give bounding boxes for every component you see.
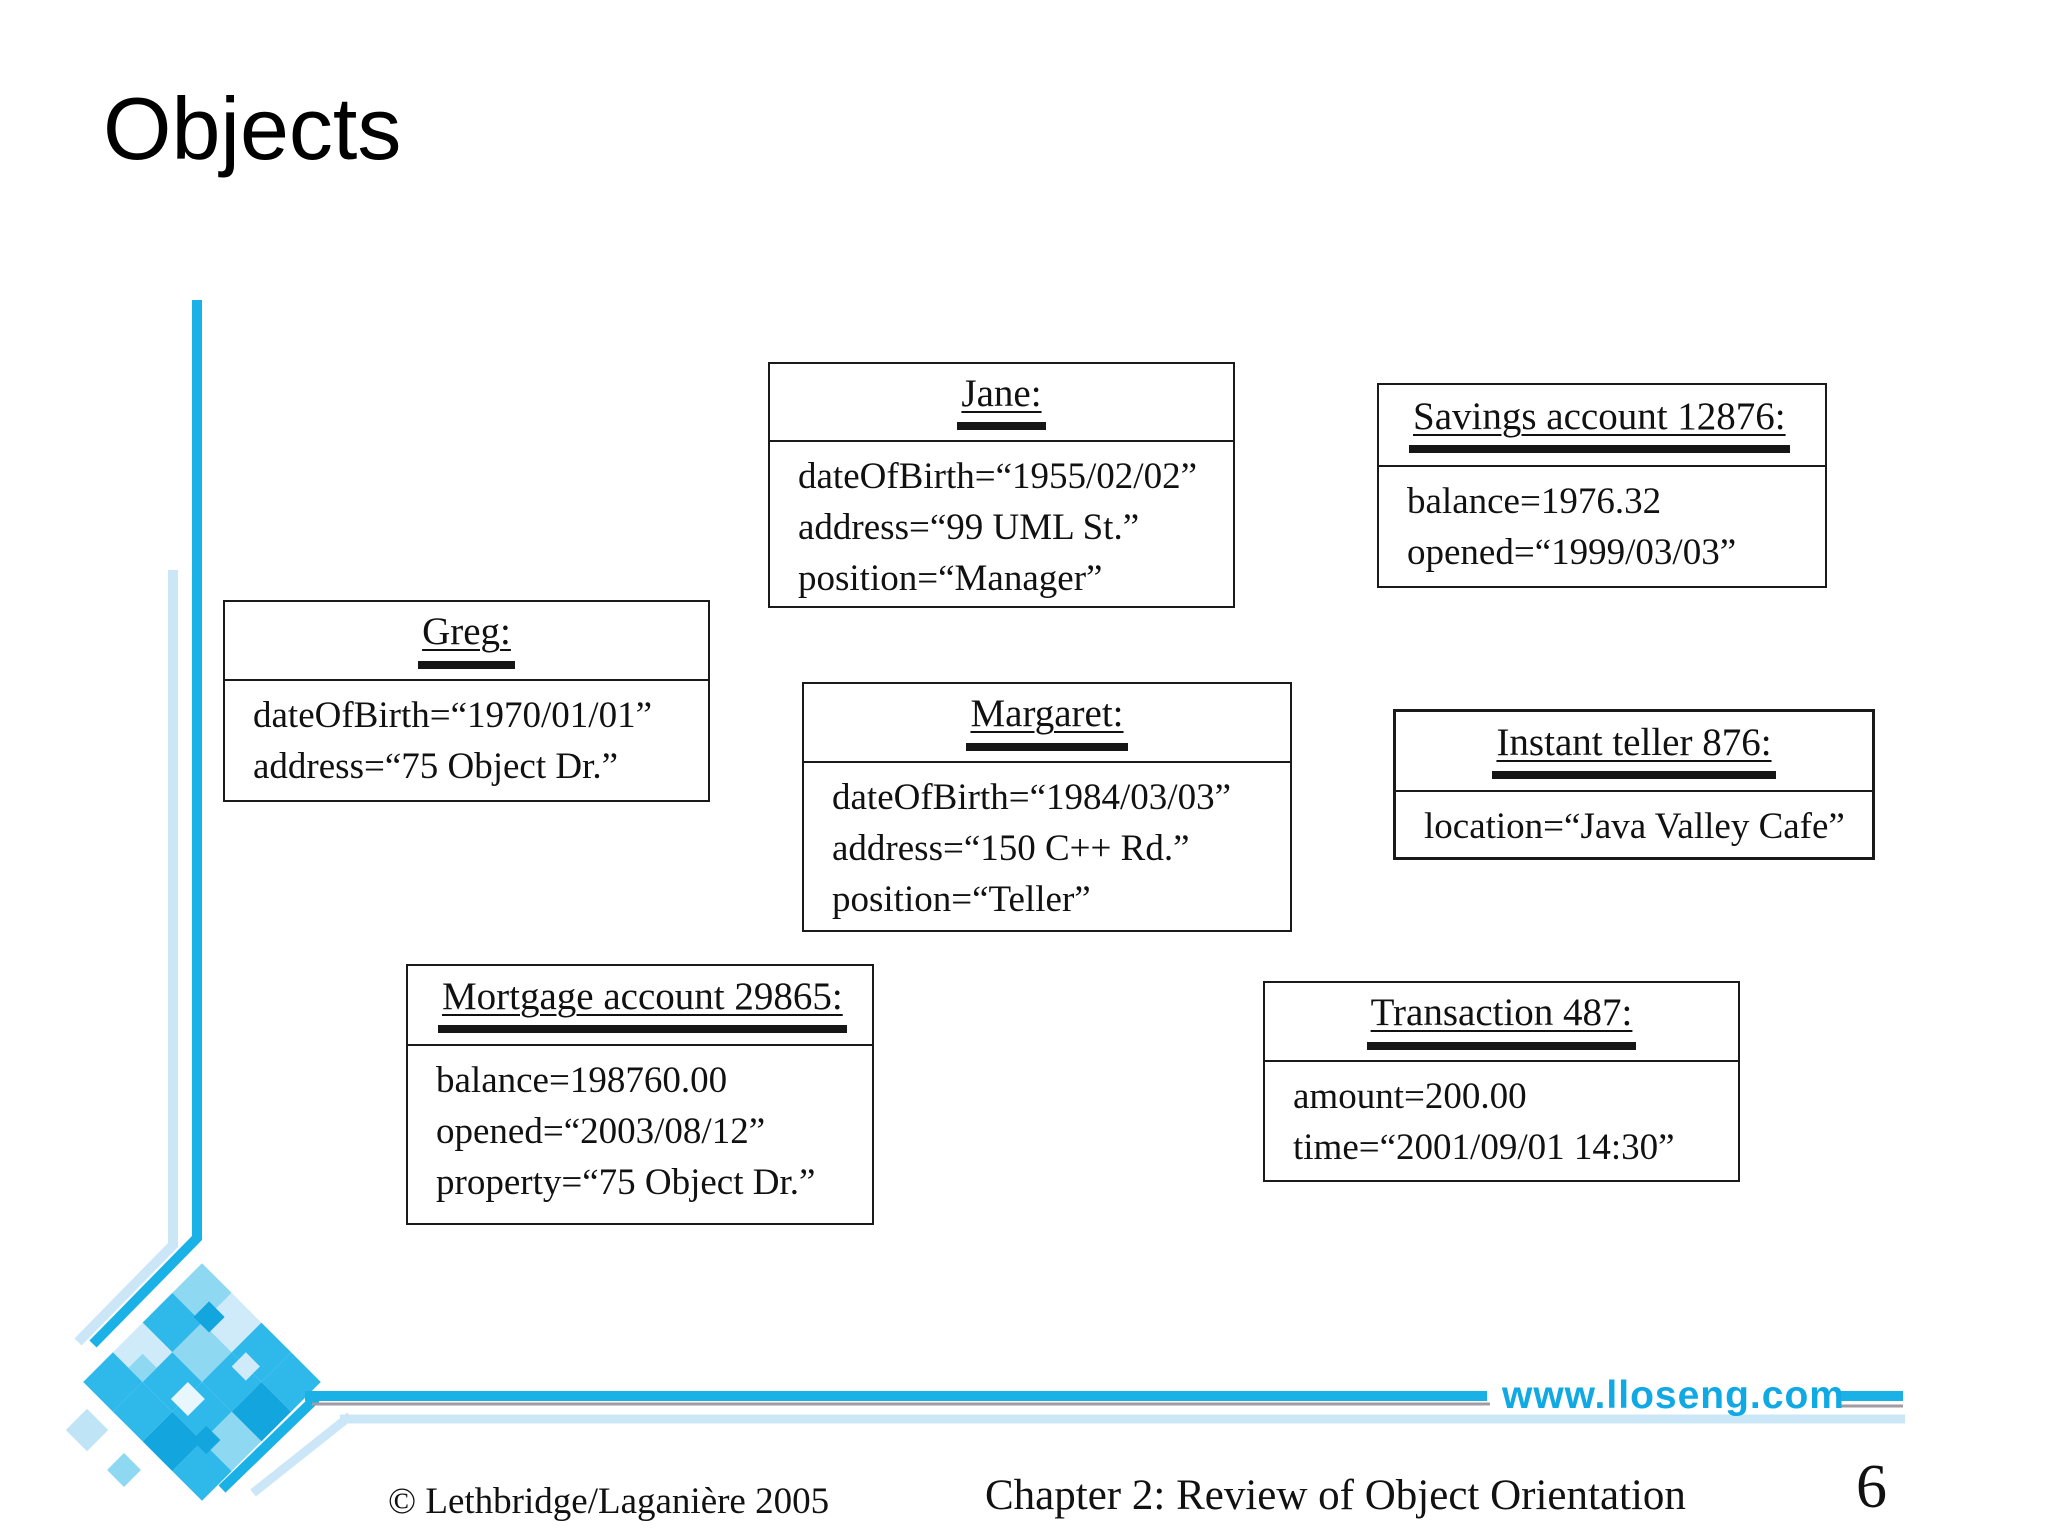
uml-object-transaction: Transaction 487: amount=200.00 time=“200… <box>1263 981 1740 1182</box>
object-name: Instant teller 876: <box>1492 722 1776 780</box>
attribute: dateOfBirth=“1970/01/01” <box>253 695 652 736</box>
object-attributes-compartment: dateOfBirth=“1970/01/01” address=“75 Obj… <box>225 679 708 800</box>
attribute: time=“2001/09/01 14:30” <box>1293 1127 1675 1169</box>
lloseng-logo <box>83 1263 321 1501</box>
object-name: Jane: <box>957 373 1046 431</box>
object-name: Greg: <box>418 611 515 669</box>
page-number: 6 <box>1856 1453 1887 1521</box>
object-name-compartment: Transaction 487: <box>1265 983 1738 1060</box>
uml-object-savings-account: Savings account 12876: balance=1976.32 o… <box>1377 383 1827 588</box>
object-attributes-compartment: dateOfBirth=“1984/03/03” address=“150 C+… <box>804 761 1290 930</box>
object-name-compartment: Margaret: <box>804 684 1290 761</box>
object-attributes-compartment: balance=198760.00 opened=“2003/08/12” pr… <box>408 1044 872 1223</box>
object-name-compartment: Savings account 12876: <box>1379 385 1825 465</box>
attribute: property=“75 Object Dr.” <box>436 1162 816 1204</box>
attribute: balance=1976.32 <box>1407 481 1662 522</box>
object-name: Mortgage account 29865: <box>438 976 847 1034</box>
attribute: amount=200.00 <box>1293 1076 1527 1117</box>
attribute: opened=“1999/03/03” <box>1407 532 1737 574</box>
object-attributes-compartment: location=“Java Valley Cafe” <box>1396 790 1872 857</box>
attribute: position=“Manager” <box>798 558 1103 600</box>
attribute: opened=“2003/08/12” <box>436 1111 766 1153</box>
attribute: position=“Teller” <box>832 879 1091 921</box>
attribute: location=“Java Valley Cafe” <box>1424 806 1845 847</box>
object-name-compartment: Jane: <box>770 364 1233 440</box>
object-attributes-compartment: amount=200.00 time=“2001/09/01 14:30” <box>1265 1060 1738 1180</box>
uml-object-margaret: Margaret: dateOfBirth=“1984/03/03” addre… <box>802 682 1292 932</box>
object-attributes-compartment: dateOfBirth=“1955/02/02” address=“99 UML… <box>770 440 1233 606</box>
copyright-notice: © Lethbridge/Laganière 2005 <box>388 1481 830 1522</box>
uml-object-instant-teller: Instant teller 876: location=“Java Valle… <box>1393 709 1875 860</box>
chapter-footer: Chapter 2: Review of Object Orientation <box>985 1472 1686 1519</box>
object-name-compartment: Greg: <box>225 602 708 679</box>
uml-object-jane: Jane: dateOfBirth=“1955/02/02” address=“… <box>768 362 1235 608</box>
object-name-compartment: Mortgage account 29865: <box>408 966 872 1044</box>
attribute: dateOfBirth=“1955/02/02” <box>798 456 1197 497</box>
object-name: Savings account 12876: <box>1409 396 1790 454</box>
website-url: www.lloseng.com <box>1502 1374 1845 1417</box>
object-name: Transaction 487: <box>1366 992 1637 1050</box>
object-attributes-compartment: balance=1976.32 opened=“1999/03/03” <box>1379 465 1825 586</box>
uml-object-greg: Greg: dateOfBirth=“1970/01/01” address=“… <box>223 600 710 802</box>
page-title: Objects <box>103 79 402 178</box>
attribute: address=“99 UML St.” <box>798 507 1140 549</box>
attribute: dateOfBirth=“1984/03/03” <box>832 777 1231 818</box>
attribute: address=“75 Object Dr.” <box>253 746 619 788</box>
uml-object-mortgage-account: Mortgage account 29865: balance=198760.0… <box>406 964 874 1225</box>
attribute: address=“150 C++ Rd.” <box>832 828 1190 870</box>
attribute: balance=198760.00 <box>436 1060 728 1101</box>
object-name-compartment: Instant teller 876: <box>1396 712 1872 790</box>
object-name: Margaret: <box>966 693 1128 751</box>
